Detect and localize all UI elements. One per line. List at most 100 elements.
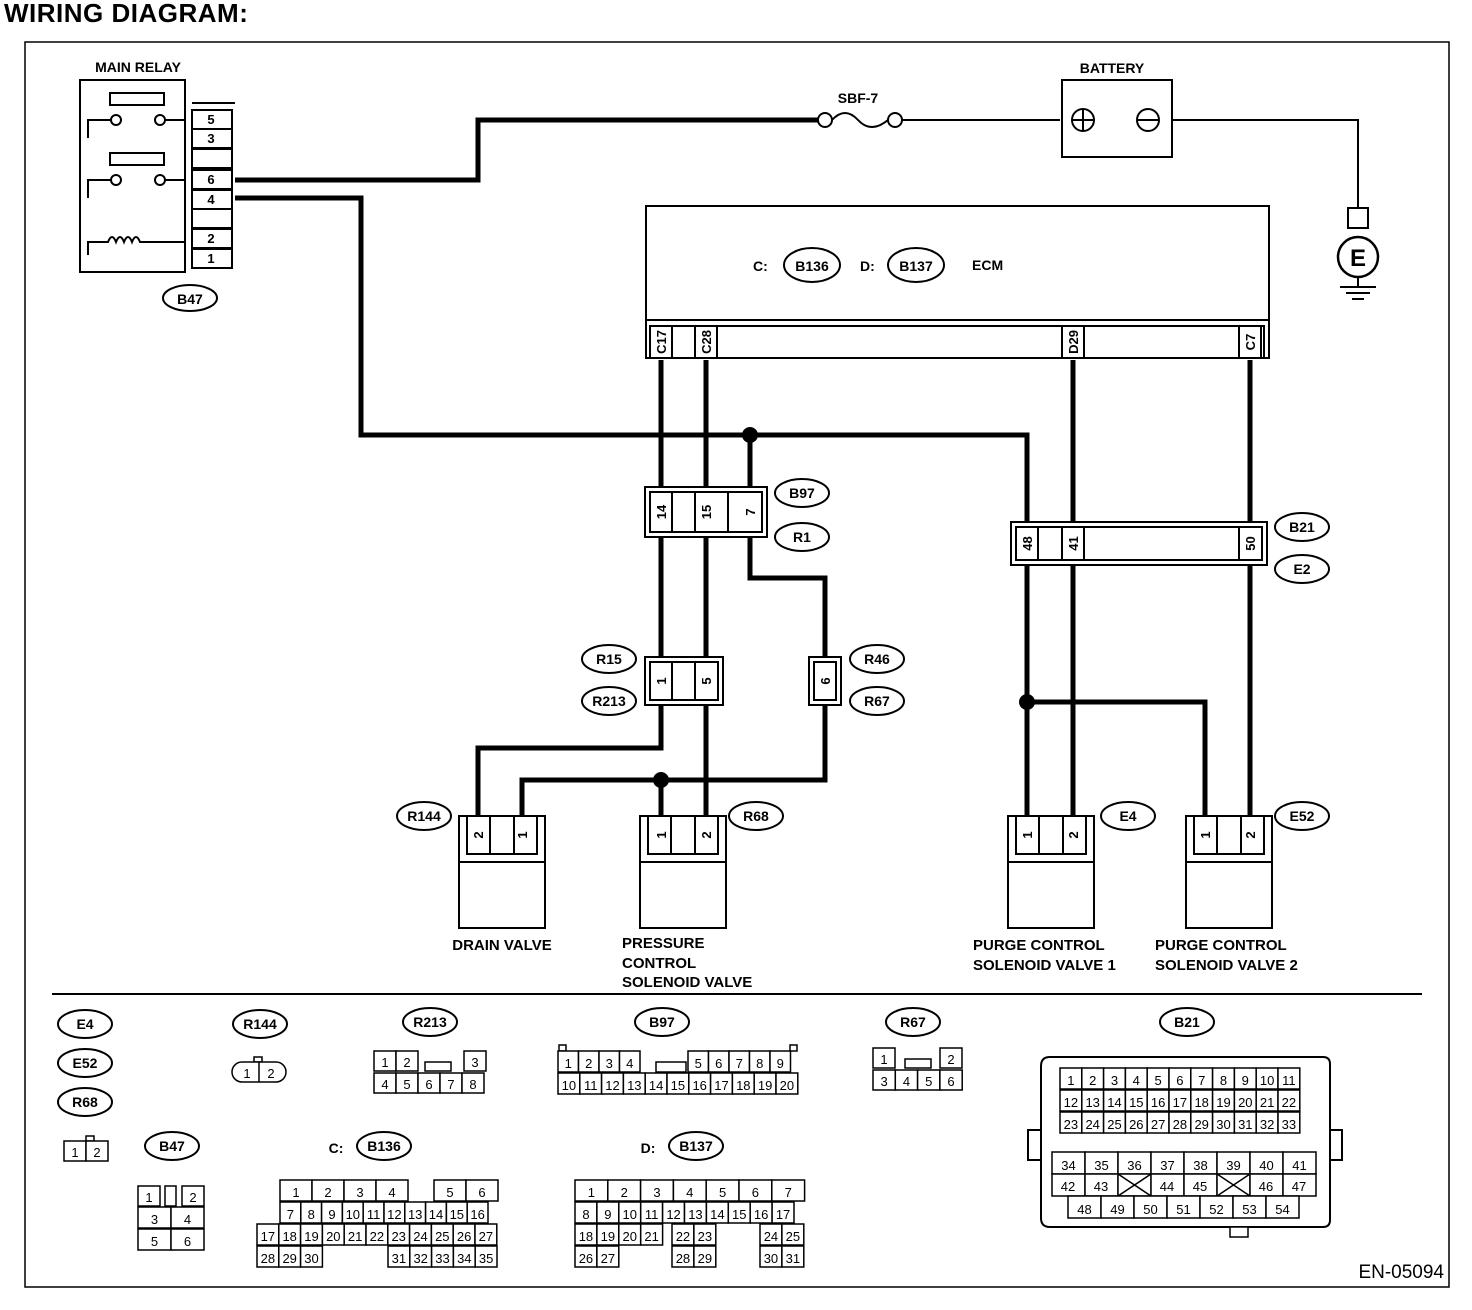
ground-point: E — [1336, 207, 1380, 300]
legend-b47-pin: 5 — [151, 1234, 158, 1249]
legend-r67-pin: 4 — [903, 1074, 910, 1089]
legend-b21-pin: 28 — [1173, 1117, 1187, 1132]
legend-b21-pin: 49 — [1110, 1202, 1124, 1217]
legend-b137-pin: 2 — [621, 1185, 628, 1200]
connector-e2-label: E2 — [1274, 554, 1330, 584]
ecm-pin-c28: C28 — [699, 330, 714, 354]
legend-b97-pin: 3 — [606, 1056, 613, 1071]
purge-control-solenoid-valve-1-pin: 2 — [1066, 831, 1081, 838]
legend-b136-pin: 18 — [282, 1229, 296, 1244]
legend-b47-cell — [181, 1185, 205, 1207]
legend-r213-cell — [395, 1050, 419, 1072]
legend-b21-pin: 48 — [1077, 1202, 1091, 1217]
legend-b136-pin: 8 — [308, 1207, 315, 1222]
purge-control-solenoid-valve-2-pin: 1 — [1198, 831, 1213, 838]
legend-b136-pin: 6 — [478, 1185, 485, 1200]
legend-b47-pin: 2 — [189, 1190, 196, 1205]
legend-b21-cell — [1265, 1195, 1300, 1219]
legend-b137-pin: 18 — [579, 1229, 593, 1244]
legend-b21-pin: 33 — [1282, 1117, 1296, 1132]
svg-text:E4: E4 — [1119, 808, 1136, 824]
legend-b136-pin: 15 — [450, 1207, 464, 1222]
legend-b21-pin: 53 — [1242, 1202, 1256, 1217]
legend-b21-pin: 26 — [1129, 1117, 1143, 1132]
pressure-valve-label-1: PRESSURE — [622, 935, 705, 952]
legend-c-prefix: C: — [329, 1140, 344, 1156]
legend-r67-label: R67 — [885, 1007, 941, 1037]
legend-r213-pin: 1 — [381, 1055, 388, 1070]
legend-r213-cell — [461, 1072, 485, 1094]
svg-text:B137: B137 — [679, 1138, 713, 1154]
legend-d-prefix: D: — [641, 1140, 656, 1156]
legend-b136-pin: 3 — [356, 1185, 363, 1200]
connector-b21-e2-pin: 50 — [1243, 536, 1258, 550]
legend-b21-pin: 11 — [1282, 1073, 1296, 1088]
legend-r67-pin: 5 — [925, 1074, 932, 1089]
legend-b21-cell — [1277, 1111, 1301, 1134]
svg-text:D:: D: — [860, 258, 875, 274]
connector-r46-r67-pin: 6 — [818, 677, 833, 684]
legend-b21-pin: 9 — [1242, 1073, 1249, 1088]
legend-b137-pin: 31 — [786, 1251, 800, 1266]
legend-b21-pin: 5 — [1154, 1073, 1161, 1088]
legend-r67-cell — [872, 1047, 896, 1069]
relay-pin-number: 4 — [207, 192, 215, 207]
legend-b137-pin: 24 — [764, 1229, 778, 1244]
ecm-pin-d29: D29 — [1066, 330, 1081, 354]
svg-text:B97: B97 — [789, 485, 815, 501]
legend-b21-pin: 6 — [1176, 1073, 1183, 1088]
connector-r67-label: R67 — [849, 686, 905, 716]
legend-b97-pin: 10 — [562, 1078, 576, 1093]
relay-pin-cell — [191, 248, 233, 269]
legend-b136-pin: 21 — [348, 1229, 362, 1244]
legend-b136-pin: 31 — [392, 1251, 406, 1266]
legend-b21-pin: 24 — [1085, 1117, 1099, 1132]
legend-b136-pin: 9 — [328, 1207, 335, 1222]
legend-r213-pin: 6 — [425, 1077, 432, 1092]
legend-b136-pin: 33 — [435, 1251, 449, 1266]
svg-text:B97: B97 — [649, 1014, 675, 1030]
legend-b97-pin: 2 — [585, 1056, 592, 1071]
legend-b137-pin: 28 — [676, 1251, 690, 1266]
svg-text:E52: E52 — [1290, 808, 1315, 824]
battery-label: BATTERY — [1080, 60, 1145, 76]
relay-pin-number: 2 — [207, 231, 214, 246]
legend-b136-pin: 27 — [479, 1229, 493, 1244]
legend-b137-pin: 11 — [645, 1207, 659, 1222]
legend-b21-pin: 29 — [1194, 1117, 1208, 1132]
legend-b136-cell — [375, 1179, 409, 1202]
legend-b21-label: B21 — [1159, 1007, 1215, 1037]
legend-b136-pin: 14 — [429, 1207, 443, 1222]
legend-b47-cell — [170, 1228, 205, 1251]
legend-r213-pin: 7 — [447, 1077, 454, 1092]
drain-valve-label: DRAIN VALVE — [452, 937, 551, 954]
legend-b136-pin: 12 — [387, 1207, 401, 1222]
legend-b136-pin: 19 — [304, 1229, 318, 1244]
connector-r68-label: R68 — [728, 801, 784, 831]
legend-b137-pin: 30 — [764, 1251, 778, 1266]
legend-b21-pin: 43 — [1094, 1179, 1108, 1194]
legend-b21-pin: 52 — [1209, 1202, 1223, 1217]
connector-e52-label: E52 — [1274, 801, 1330, 831]
legend-b97-pin: 18 — [736, 1078, 750, 1093]
legend-b97-pin: 17 — [714, 1078, 728, 1093]
valve-labels: DRAIN VALVE PRESSURE CONTROL SOLENOID VA… — [452, 935, 1298, 991]
legend-b137-cell — [693, 1245, 717, 1268]
pressure-valve-label-2: CONTROL — [622, 955, 696, 972]
legend-b97-pin: 14 — [649, 1078, 663, 1093]
svg-text:R15: R15 — [596, 651, 622, 667]
legend-b21-pin: 32 — [1260, 1117, 1274, 1132]
legend-b137-pin: 6 — [752, 1185, 759, 1200]
legend-two-pin-cell — [85, 1140, 109, 1162]
legend-b136-pin: 25 — [435, 1229, 449, 1244]
connector-r46-r67: 6 — [808, 656, 842, 706]
svg-text:B47: B47 — [177, 291, 203, 307]
legend-b97-pin: 8 — [756, 1056, 763, 1071]
legend-b21-cell — [1277, 1067, 1301, 1090]
legend-b136-pin: 26 — [457, 1229, 471, 1244]
legend-b137-cell — [596, 1245, 620, 1268]
connector-b97-r1-pin: 15 — [699, 505, 714, 519]
connector-b21-label: B21 — [1274, 512, 1330, 542]
